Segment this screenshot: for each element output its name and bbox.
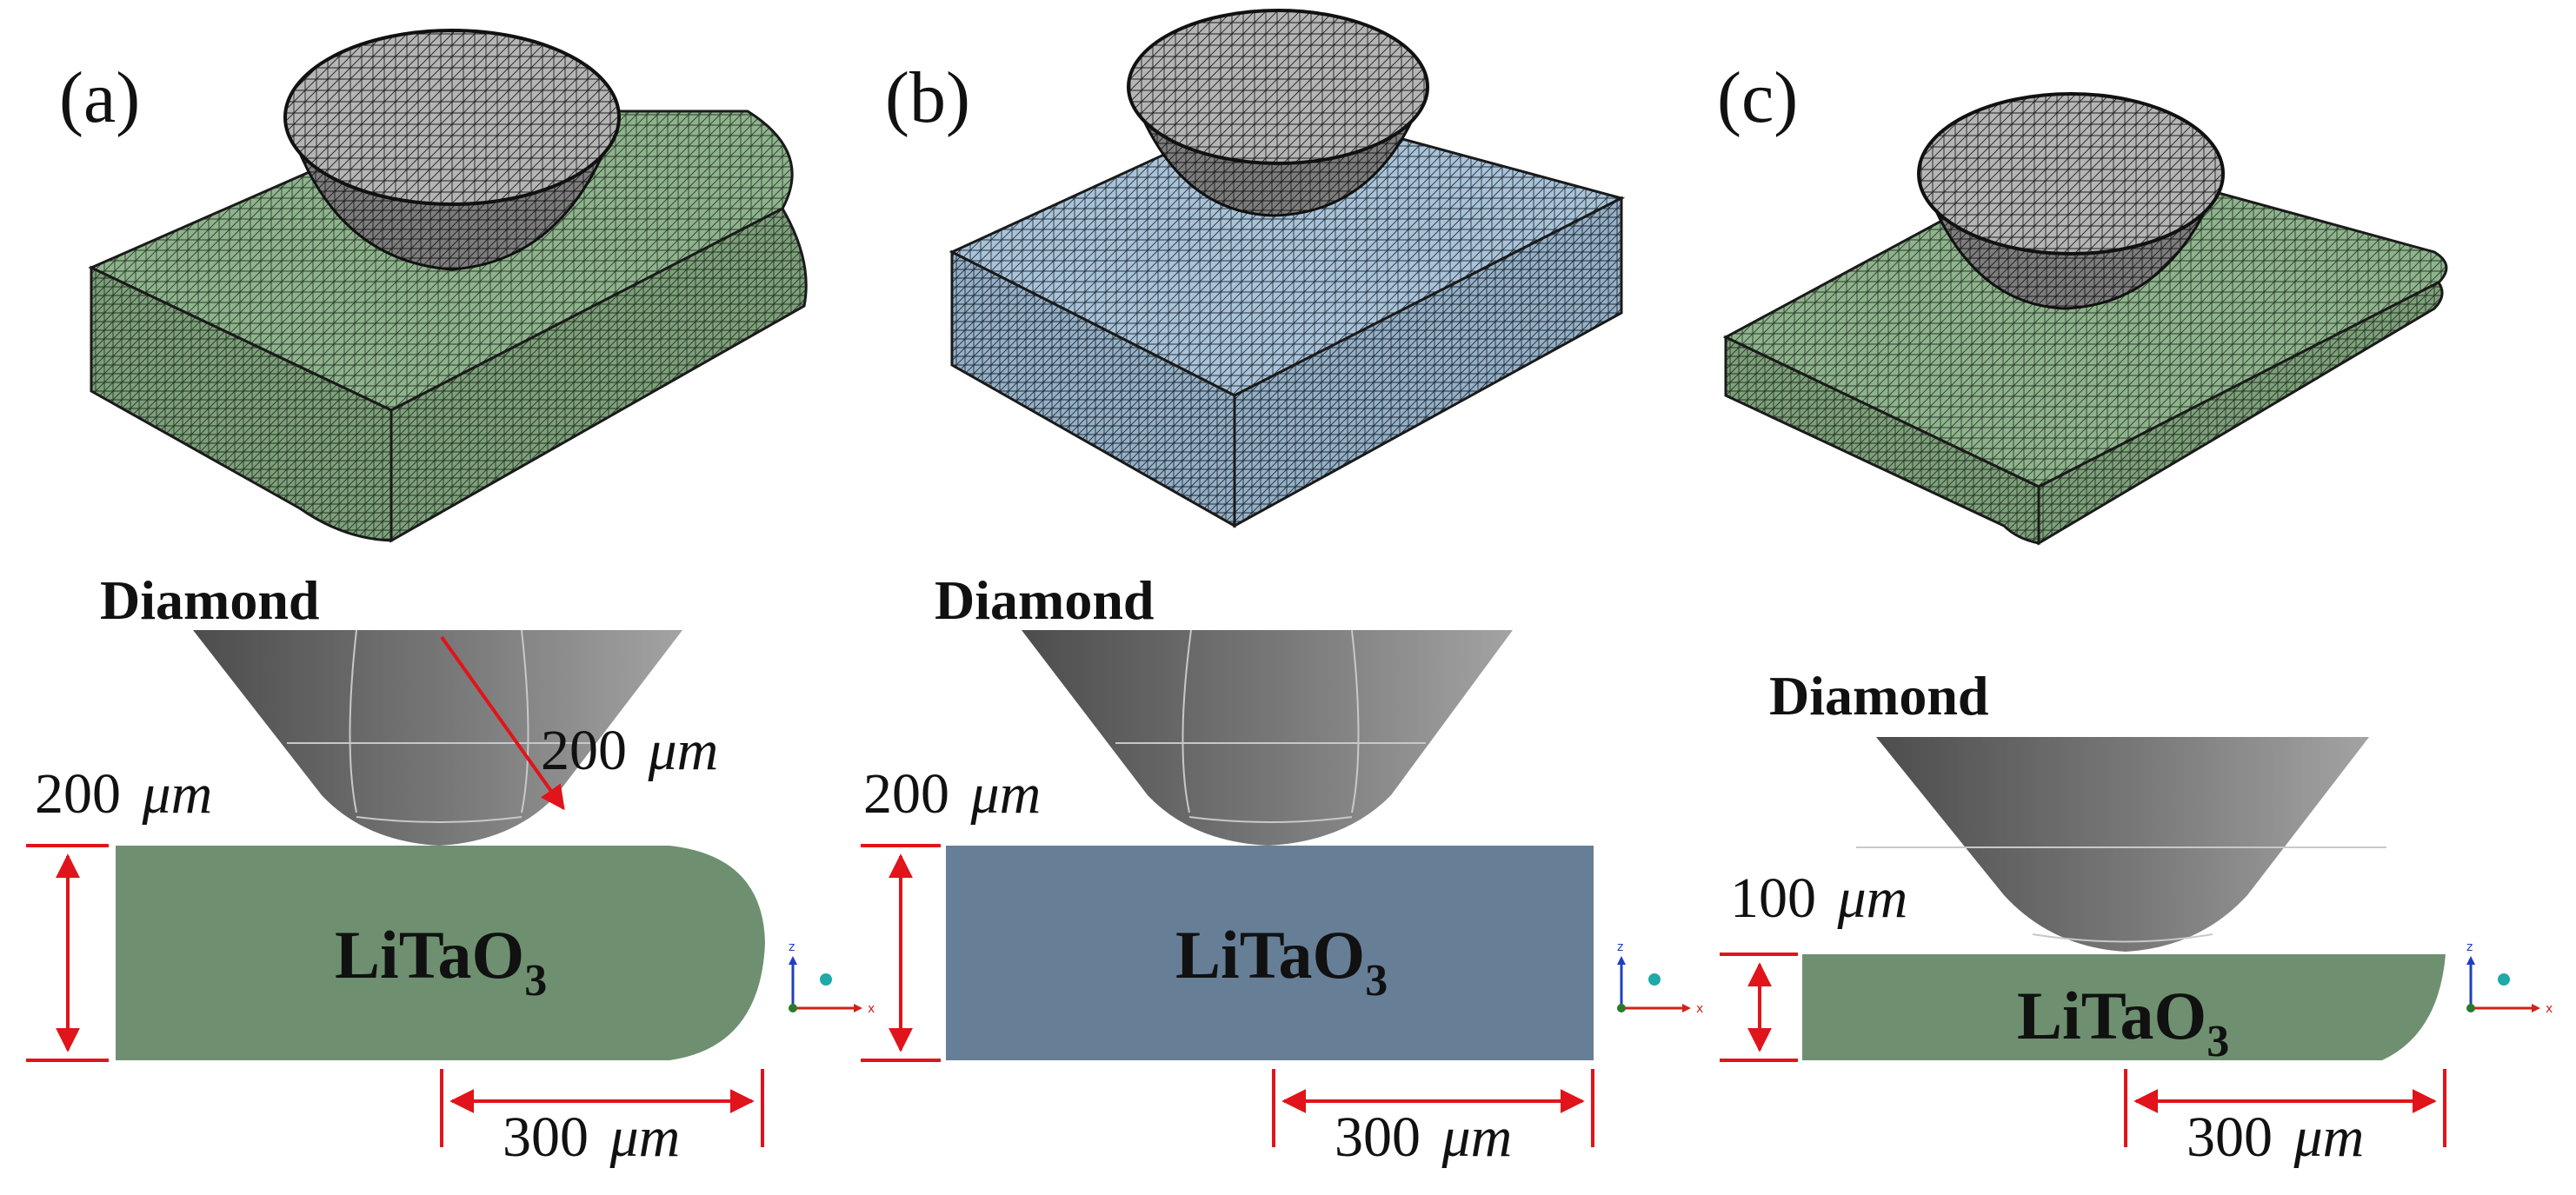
- panel-b-label: (b): [885, 57, 970, 138]
- width-b-unit: μm: [1441, 1105, 1513, 1169]
- panel-b-mesh-view: (b): [885, 9, 1626, 528]
- width-c-value: 300: [2187, 1105, 2273, 1169]
- width-c-label: 300 μm: [2187, 1105, 2364, 1169]
- panel-c-mesh-view: (c): [1717, 57, 2448, 546]
- panel-c-section: Diamond LiTaO3 100 μm 300 μm: [1720, 665, 2446, 1169]
- axis-b-z-head: [1617, 956, 1626, 965]
- width-c-unit: μm: [2293, 1105, 2365, 1169]
- height-b-unit: μm: [970, 762, 1042, 826]
- sample-a-side-face: [389, 207, 808, 543]
- height-a-value: 200: [35, 762, 121, 826]
- width-a-value: 300: [503, 1105, 589, 1169]
- formula-c-sub: 3: [2207, 1017, 2229, 1066]
- height-a-label: 200 μm: [35, 762, 212, 826]
- formula-a-base: LiTaO: [335, 917, 524, 993]
- svg-text:LiTaO3: LiTaO3: [2017, 978, 2229, 1066]
- axis-b-z-label: z: [1617, 940, 1623, 954]
- formula-b-sub: 3: [1365, 956, 1388, 1006]
- axis-c-x-head: [2532, 1004, 2540, 1012]
- height-a-unit: μm: [142, 762, 213, 826]
- panel-c-label: (c): [1717, 57, 1798, 138]
- radius-a-unit: μm: [648, 719, 719, 782]
- diamond-b-edges: [1115, 629, 1426, 823]
- axis-triad-c: z x: [2466, 940, 2553, 1016]
- width-b-label: 300 μm: [1335, 1105, 1512, 1169]
- axis-c-x-label: x: [2546, 1002, 2553, 1016]
- height-c-value: 100: [1730, 866, 1816, 930]
- height-b-label: 200 μm: [863, 762, 1041, 826]
- sample-b-side-face: [1233, 196, 1623, 528]
- axis-c-z-head: [2466, 956, 2475, 965]
- formula-a: LiTaO3: [335, 917, 547, 1006]
- diamond-a-label: Diamond: [100, 569, 320, 631]
- panel-a-label: (a): [59, 57, 140, 138]
- axis-a-dot: [820, 973, 832, 986]
- panel-b-section: Diamond LiTaO3 200 μm 300 μm: [861, 569, 1594, 1169]
- height-c-unit: μm: [1837, 866, 1908, 930]
- formula-c: LiTaO3: [2017, 978, 2229, 1066]
- axis-c-z-label: z: [2466, 940, 2473, 954]
- diamond-a-top: [283, 29, 621, 206]
- height-c-label: 100 μm: [1730, 866, 1907, 930]
- svg-text:LiTaO3: LiTaO3: [335, 917, 547, 1006]
- panel-a-mesh-view: (a): [59, 29, 808, 543]
- axis-b-x-label: x: [1696, 1002, 1703, 1016]
- panel-a-section: Diamond LiTaO3 200 μm 200 μm 300 μm: [26, 569, 765, 1169]
- axis-a-z-head: [789, 956, 797, 965]
- diamond-b-top: [1127, 9, 1429, 165]
- width-a-unit: μm: [609, 1105, 681, 1169]
- axis-c-dot: [2498, 973, 2510, 986]
- formula-b: LiTaO3: [1175, 917, 1388, 1006]
- radius-a-label: 200 μm: [541, 719, 718, 782]
- sample-c-side-face: [2037, 281, 2444, 546]
- sample-b-profile: [946, 846, 1594, 1060]
- diamond-b-label: Diamond: [935, 569, 1155, 631]
- svg-text:LiTaO3: LiTaO3: [1175, 917, 1388, 1006]
- width-a-label: 300 μm: [503, 1105, 680, 1169]
- radius-a-value: 200: [541, 719, 627, 782]
- radius-a-arrow: [440, 635, 565, 811]
- diamond-c-profile: [1876, 737, 2369, 952]
- axis-b-x-head: [1682, 1004, 1691, 1012]
- axis-triad-b: z x: [1617, 940, 1703, 1016]
- formula-a-sub: 3: [524, 956, 547, 1006]
- diamond-c-edges: [1856, 846, 2386, 943]
- diamond-c-label: Diamond: [1769, 665, 1989, 727]
- axis-triad-a: z x: [789, 940, 875, 1016]
- axis-a-origin: [789, 1004, 797, 1012]
- diamond-b-profile: [1022, 630, 1513, 846]
- formula-c-base: LiTaO: [2017, 978, 2207, 1053]
- axis-a-x-label: x: [868, 1002, 875, 1016]
- sample-a-profile: [116, 846, 765, 1060]
- diamond-a-profile: [193, 630, 682, 846]
- sample-c-profile: [1802, 954, 2446, 1060]
- axis-a-x-head: [854, 1004, 862, 1012]
- axis-c-origin: [2466, 1004, 2475, 1012]
- diamond-c-top: [1917, 92, 2225, 256]
- axis-b-dot: [1648, 973, 1661, 986]
- axis-a-z-label: z: [789, 940, 795, 954]
- diamond-a-edges: [287, 629, 591, 823]
- formula-b-base: LiTaO: [1175, 917, 1365, 993]
- axis-b-origin: [1617, 1004, 1626, 1012]
- width-b-value: 300: [1335, 1105, 1421, 1169]
- height-b-value: 200: [863, 762, 949, 826]
